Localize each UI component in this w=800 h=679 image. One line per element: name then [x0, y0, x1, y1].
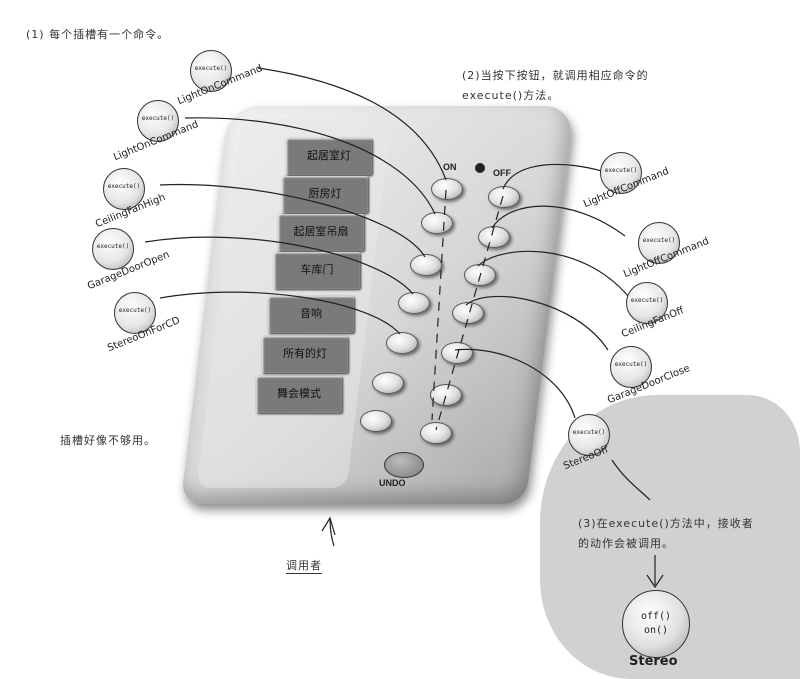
slot-5[interactable]: 音响: [268, 296, 354, 333]
slot-label: 所有的灯: [283, 347, 327, 360]
stereo-off-pointer: [611, 459, 651, 501]
command-stereo-on-for-cd: execute(): [114, 292, 156, 334]
slot-label: 车库门: [300, 263, 334, 276]
slot-label: 厨房灯: [308, 187, 342, 200]
wire-on-2: [184, 117, 436, 215]
wire-on-4: [144, 236, 414, 295]
off-button-5[interactable]: [441, 342, 473, 364]
command-light-off-2: execute(): [638, 222, 680, 264]
off-button-6[interactable]: [430, 384, 462, 406]
off-label: OFF: [493, 168, 511, 178]
undo-label: UNDO: [379, 478, 406, 488]
note-invoker: 调用者: [286, 559, 322, 574]
on-column-line: [431, 189, 447, 421]
off-column-line: [435, 195, 504, 431]
off-button-2[interactable]: [478, 226, 510, 248]
note-receiver-action-line1: (3)在execute()方法中，接收者: [578, 517, 754, 530]
wire-off-4: [465, 295, 609, 351]
slot-7[interactable]: 舞会模式: [256, 376, 342, 413]
wire-on-5: [159, 291, 401, 335]
command-light-on-1: execute(): [190, 50, 232, 92]
on-button-4[interactable]: [398, 292, 430, 314]
command-method: execute(): [118, 307, 152, 314]
slot-label: 舞会模式: [277, 387, 321, 400]
receiver-method-on: on(): [643, 625, 669, 636]
command-method: execute(): [194, 65, 228, 72]
slot-6[interactable]: 所有的灯: [262, 336, 348, 373]
command-method: execute(): [572, 429, 606, 436]
slot-label: 音响: [300, 307, 322, 320]
invoker-arrow: [321, 516, 336, 547]
command-method: execute(): [96, 243, 130, 250]
command-method: execute(): [642, 237, 676, 244]
command-method: execute(): [614, 361, 648, 368]
on-button-7[interactable]: [360, 410, 392, 432]
slot-label: 起居室吊扇: [293, 225, 349, 238]
note-receiver-action: (3)在execute()方法中，接收者 的动作会被调用。: [578, 514, 754, 554]
note-button-execute-line2: execute()方法。: [462, 89, 560, 102]
wire-on-1: [257, 67, 447, 181]
command-method: execute(): [141, 115, 175, 122]
undo-button[interactable]: [384, 452, 424, 478]
slot-1[interactable]: 起居室灯: [286, 138, 372, 175]
note-slot-command: (1) 每个插槽有一个命令。: [26, 28, 170, 41]
receiver-name: Stereo: [629, 654, 678, 669]
command-ceiling-fan-off: execute(): [626, 282, 668, 324]
command-garage-door-close: execute(): [610, 346, 652, 388]
on-button-2[interactable]: [421, 212, 453, 234]
on-button-5[interactable]: [386, 332, 418, 354]
off-button-4[interactable]: [452, 302, 484, 324]
wire-on-3: [159, 183, 426, 258]
command-light-on-2: execute(): [137, 100, 179, 142]
indicator-light: [475, 163, 485, 173]
receiver-arrow: [646, 555, 664, 589]
command-ceiling-fan-high: execute(): [103, 168, 145, 210]
wire-off-3: [477, 250, 629, 297]
on-button-6[interactable]: [372, 372, 404, 394]
command-light-off-1: execute(): [600, 152, 642, 194]
off-button-7[interactable]: [420, 422, 452, 444]
note-button-execute: (2)当按下按钮，就调用相应命令的 execute()方法。: [462, 66, 649, 106]
stereo-receiver: off() on(): [622, 590, 690, 658]
wire-off-1: [502, 163, 606, 190]
note-unused-slots: 插槽好像不够用。: [60, 434, 156, 447]
command-method: execute(): [630, 297, 664, 304]
note-button-execute-line1: (2)当按下按钮，就调用相应命令的: [462, 69, 649, 82]
command-stereo-off: execute(): [568, 414, 610, 456]
command-garage-door-open: execute(): [92, 228, 134, 270]
note-receiver-action-line2: 的动作会被调用。: [578, 537, 674, 550]
slot-4[interactable]: 车库门: [274, 252, 360, 289]
on-button-3[interactable]: [410, 254, 442, 276]
receiver-method-off: off(): [640, 611, 672, 622]
command-method: execute(): [107, 183, 141, 190]
wire-off-5: [454, 348, 576, 419]
on-button-1[interactable]: [431, 178, 463, 200]
on-label: ON: [443, 162, 457, 172]
slot-label: 起居室灯: [307, 149, 351, 162]
slot-2[interactable]: 厨房灯: [282, 176, 368, 213]
command-method: execute(): [604, 167, 638, 174]
wire-off-2: [491, 205, 626, 237]
